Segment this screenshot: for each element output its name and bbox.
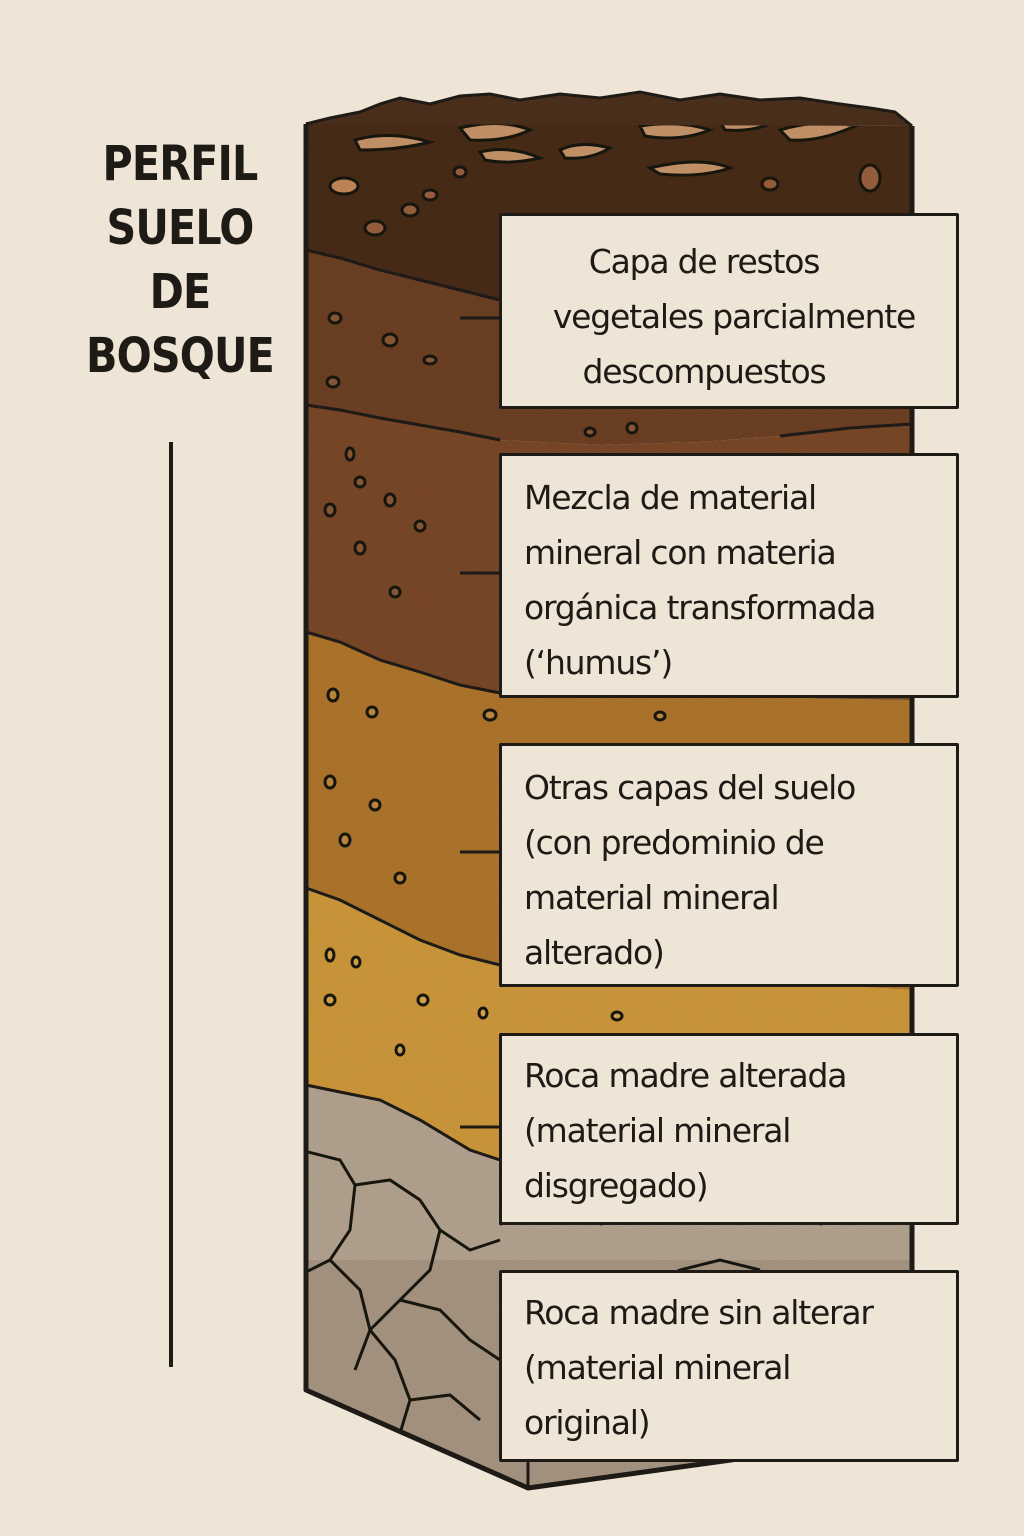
depth-axis-line — [169, 442, 173, 1367]
title-line-3: DE — [149, 264, 212, 320]
label-line: disgregado) — [524, 1166, 709, 1205]
label-horizon-organic: Capa de restos vegetales parcialmente de… — [499, 213, 959, 409]
label-line: Mezcla de material — [524, 478, 817, 517]
label-line: orgánica transformada — [524, 588, 876, 627]
diagram-title: PERFIL SUELO DE BOSQUE — [77, 132, 283, 388]
label-line: (material mineral — [524, 1348, 791, 1387]
label-bedrock-altered: Roca madre alterada (material mineral di… — [499, 1033, 959, 1225]
label-line: original) — [524, 1403, 651, 1442]
title-line-1: PERFIL — [102, 136, 259, 192]
label-bedrock-unaltered: Roca madre sin alterar (material mineral… — [499, 1270, 959, 1462]
label-line: (con predominio de — [524, 823, 825, 862]
label-line: (material mineral — [524, 1111, 791, 1150]
title-line-4: BOSQUE — [86, 328, 275, 384]
label-line: (‘humus’) — [524, 643, 673, 682]
label-horizon-humus: Mezcla de material mineral con materia o… — [499, 453, 959, 698]
label-line: Roca madre alterada — [524, 1056, 847, 1095]
label-line: mineral con materia — [524, 533, 837, 572]
label-line: Otras capas del suelo — [524, 768, 856, 807]
label-line: Roca madre sin alterar — [524, 1293, 874, 1332]
title-line-2: SUELO — [106, 200, 254, 256]
label-horizon-subsoil: Otras capas del suelo (con predominio de… — [499, 743, 959, 987]
label-line: alterado) — [524, 933, 665, 972]
label-line: Capa de restos — [588, 242, 821, 281]
litter-surface-edge — [305, 90, 913, 128]
label-line: material mineral — [524, 878, 780, 917]
label-line: descompuestos — [582, 352, 826, 391]
label-line: vegetales parcialmente — [552, 297, 917, 336]
